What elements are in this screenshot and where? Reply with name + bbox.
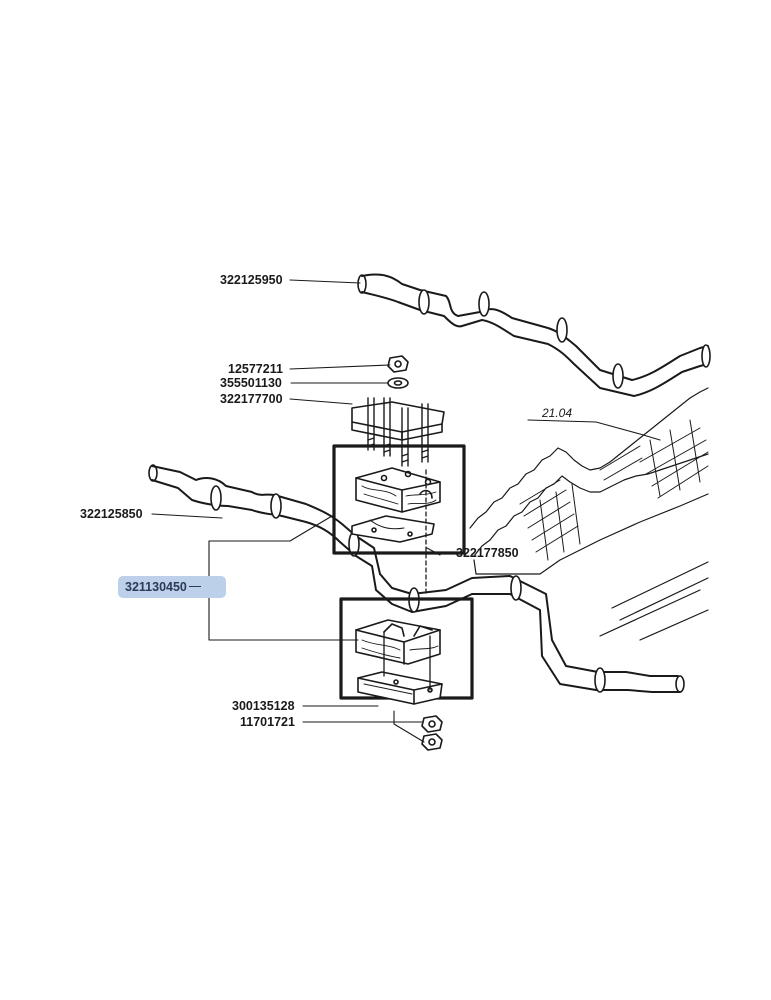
nut-bottom-upper	[421, 715, 443, 733]
leader-lines	[151, 279, 661, 743]
straw-walker-rack	[469, 387, 709, 641]
bottom-bracket	[357, 671, 443, 705]
label-nut-bottom: 11701721	[240, 715, 295, 729]
label-clamp-plate: 322177700	[220, 392, 283, 406]
label-section-ref: 21.04	[542, 406, 573, 420]
upper-crankshaft	[357, 273, 711, 397]
label-spacer-plate: 322177850	[456, 546, 519, 560]
nut-bottom-lower	[421, 733, 443, 751]
label-shaft-lower: 322125850	[80, 507, 143, 521]
label-nut-top: 12577211	[228, 362, 283, 376]
washer	[387, 377, 409, 389]
label-bearing-assembly: 321130450	[125, 580, 187, 594]
upper-bearing-frame	[332, 444, 466, 555]
upper-spacer-plate	[351, 515, 435, 543]
nut-top	[387, 355, 409, 373]
clamp-plate-with-studs	[351, 397, 445, 467]
upper-wooden-block	[355, 467, 441, 513]
label-bottom-bracket: 300135128	[232, 699, 295, 713]
label-shaft-upper: 322125950	[220, 273, 283, 287]
bottom-studs	[383, 469, 431, 691]
highlighted-part-321130450[interactable]: 321130450	[118, 576, 226, 598]
leader-dash	[188, 586, 201, 588]
label-washer: 355501130	[220, 376, 282, 390]
lower-wooden-block	[355, 619, 441, 665]
